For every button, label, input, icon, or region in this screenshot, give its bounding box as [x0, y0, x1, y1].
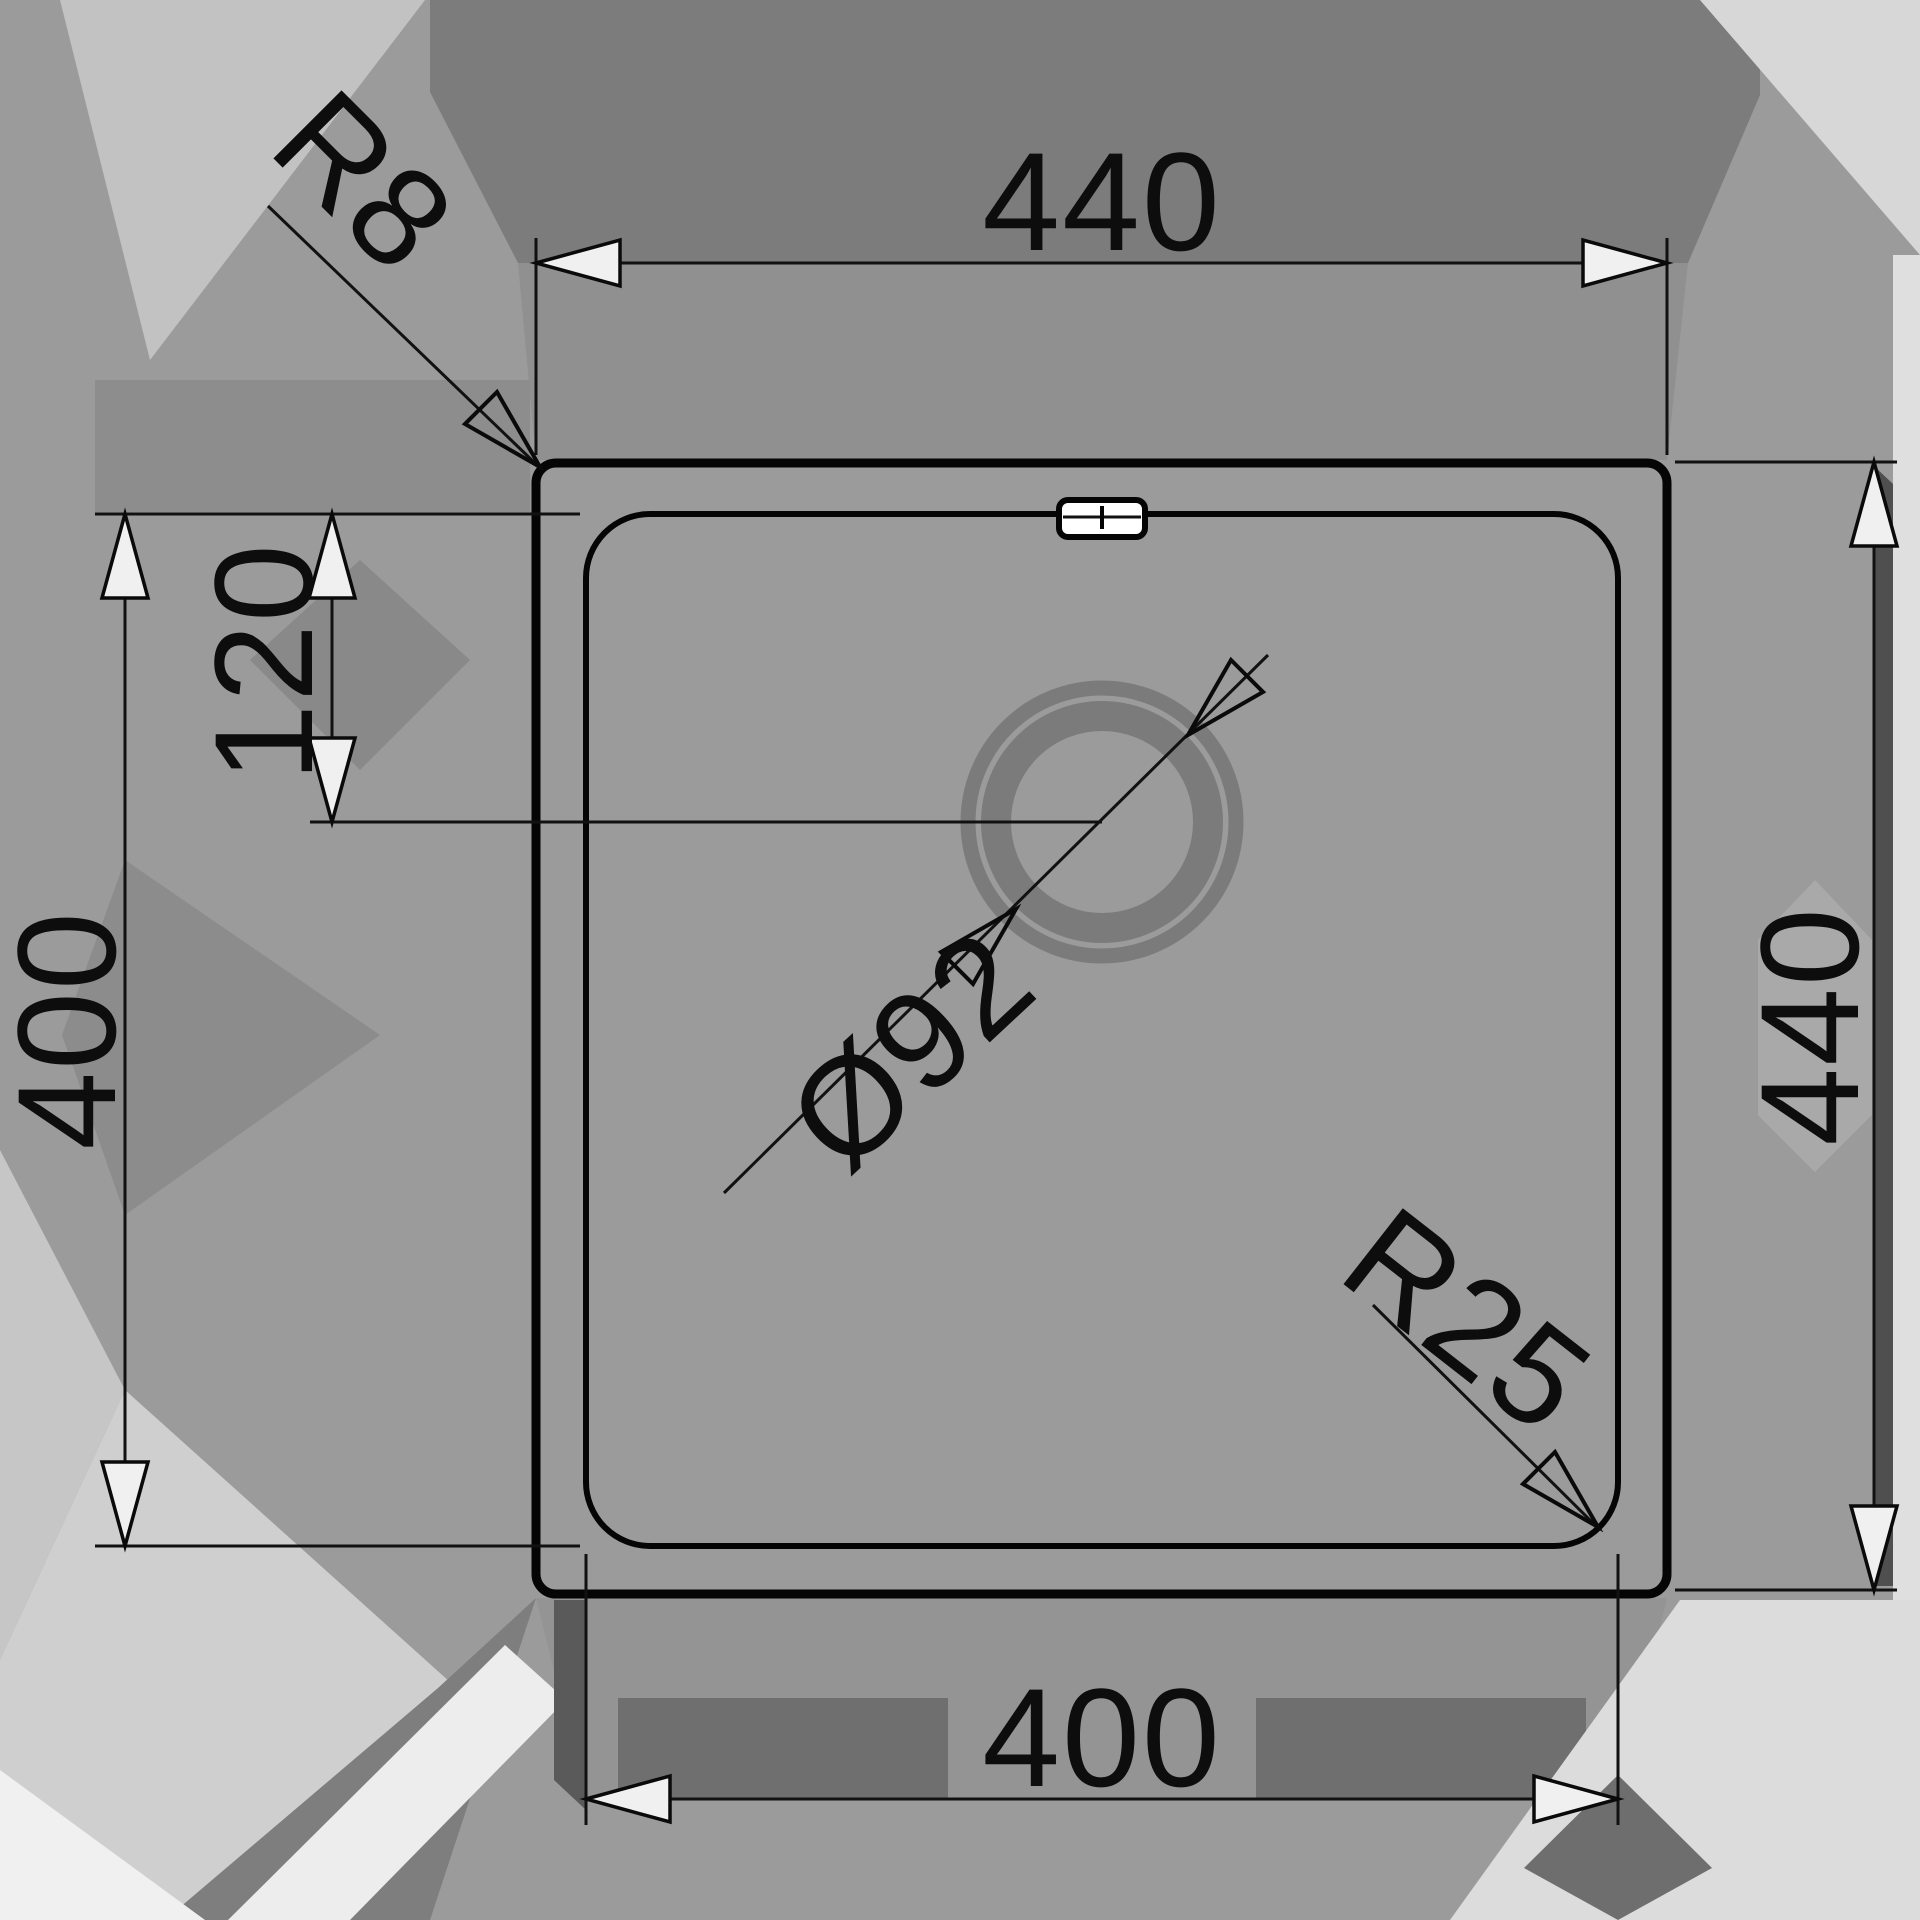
facet-top-mid — [518, 263, 1688, 460]
facet-bottomleft-white-wedge — [228, 1645, 566, 1920]
dim-outer-corner-radius-leader — [266, 204, 540, 468]
facet-top-dark — [430, 0, 1760, 263]
dim-outer-width-label: 440 — [982, 123, 1222, 280]
dim-outer-width-arrow-left-icon — [529, 237, 622, 289]
facet-right-text-diamond — [1758, 880, 1872, 1172]
dim-bowl-corner-radius-arrow-icon — [1519, 1448, 1604, 1533]
drain-diameter-line — [722, 653, 1270, 1195]
dim-drain-offset-label: 120 — [185, 542, 342, 782]
dim-outer-corner-radius-arrow-icon — [461, 388, 546, 473]
facet-left-diamond-large — [62, 860, 380, 1215]
facet-right-dim-shadow — [1874, 466, 1893, 1586]
dim-bowl-width-arrow-left-icon — [579, 1773, 672, 1825]
facet-bottom-ext-shadow — [554, 1600, 586, 1810]
dim-bowl-corner-radius-leader — [1371, 1303, 1599, 1529]
facet-bottomright-dark-diamond — [1524, 1775, 1712, 1920]
diameter-arrow-lower-icon — [937, 903, 1022, 988]
dim-outer-height: 440 — [1675, 455, 1900, 1597]
dim-bowl-height: 400 — [0, 507, 580, 1553]
facet-left-diamond-small — [250, 560, 470, 770]
sink-outer-outline — [531, 458, 1672, 1599]
dim-outer-height-arrow-bottom-icon — [1848, 1504, 1900, 1597]
facet-topright-light — [1700, 0, 1920, 255]
dim-drain-offset: 120 — [185, 507, 358, 829]
facet-bottomleft-corner-white — [0, 1770, 205, 1920]
facet-bottom-dark-left — [618, 1698, 948, 1799]
mounting-clip — [1056, 497, 1148, 540]
dim-drain-offset-arrow-bottom-icon — [306, 736, 358, 829]
dim-bowl-height-arrow-bottom-icon — [99, 1460, 151, 1553]
facet-bottomleft-light1 — [0, 1150, 125, 1660]
dim-drain-offset-arrow-top-icon — [306, 507, 358, 600]
facet-left-upper-band — [95, 380, 530, 512]
dim-bowl-height-arrow-top-icon — [99, 507, 151, 600]
facet-right-edge-light — [1840, 255, 1920, 1920]
facet-bottom-dark-right — [1256, 1698, 1586, 1799]
dim-bowl-width-arrow-right-icon — [1532, 1773, 1625, 1825]
dim-bowl-width-label: 400 — [982, 1659, 1222, 1816]
dim-outer-width: 440 — [529, 123, 1674, 455]
facet-bottomleft-dark-wedge — [165, 1598, 536, 1920]
dim-bowl-height-label: 400 — [0, 910, 145, 1150]
dim-outer-height-arrow-top-icon — [1848, 455, 1900, 548]
dim-outer-width-arrow-right-icon — [1581, 237, 1674, 289]
dim-outer-height-label: 440 — [1731, 906, 1888, 1146]
dim-bowl-width: 400 — [579, 1554, 1625, 1825]
diameter-arrow-upper-icon — [1182, 656, 1267, 741]
facet-topleft-light — [60, 0, 425, 360]
